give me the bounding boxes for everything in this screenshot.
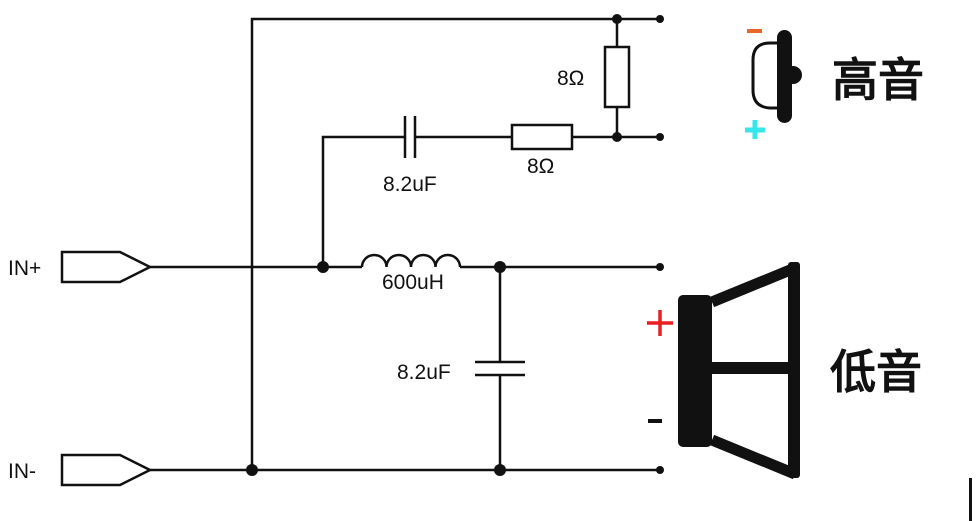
woofer-label: 低音 xyxy=(830,345,922,399)
shunt-resistor-label: 8Ω xyxy=(557,67,584,90)
woofer-minus-mark xyxy=(648,419,662,423)
tweeter-minus-mark xyxy=(747,29,762,33)
junction-dots xyxy=(246,14,664,476)
series-resistor-label: 8Ω xyxy=(527,155,554,178)
in-minus-connector xyxy=(60,453,153,487)
series-capacitor-label: 8.2uF xyxy=(383,173,437,196)
tweeter-series-resistor xyxy=(510,123,574,151)
tweeter-icon xyxy=(751,30,802,123)
woofer-plus-mark xyxy=(647,310,673,336)
edge-line xyxy=(969,478,972,521)
woofer-icon xyxy=(678,262,800,480)
wire-top-bus xyxy=(250,17,660,470)
inductor-label: 600uH xyxy=(382,271,444,294)
in-plus-label: IN+ xyxy=(8,257,41,280)
woofer-inductor xyxy=(360,253,462,268)
woofer-shunt-capacitor xyxy=(475,360,525,377)
tweeter-shunt-resistor xyxy=(603,45,631,109)
in-plus-connector xyxy=(60,250,153,284)
woofer-capacitor-label: 8.2uF xyxy=(397,361,451,384)
tweeter-series-capacitor xyxy=(403,116,417,158)
tweeter-label: 高音 xyxy=(832,53,924,107)
in-minus-label: IN- xyxy=(8,460,36,483)
tweeter-plus-mark xyxy=(745,120,765,139)
wire-tweeter-branch xyxy=(321,135,660,267)
